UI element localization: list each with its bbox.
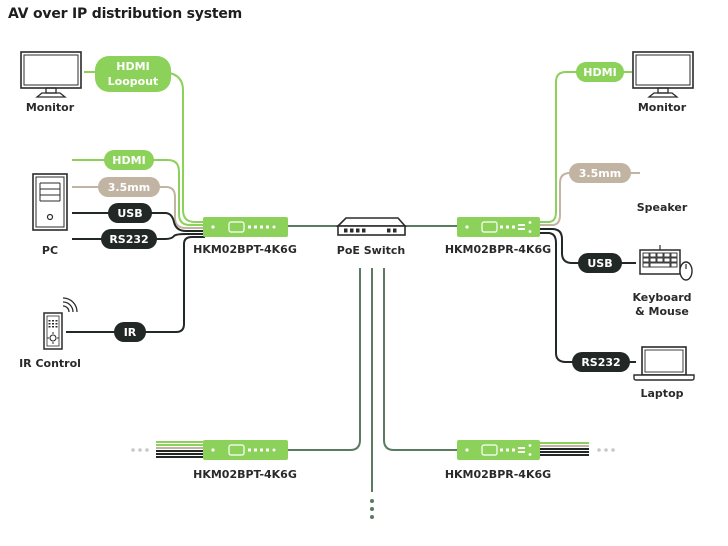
rx-hdmi-label: HDMI <box>583 66 616 79</box>
left-monitor-label: Monitor <box>26 101 75 114</box>
page-title: AV over IP distribution system <box>8 6 243 22</box>
port-icon <box>481 221 498 233</box>
switch-to-bottom-rx-link <box>383 268 457 451</box>
switch-label: PoE Switch <box>337 244 405 257</box>
pc-audio-cable <box>72 186 205 229</box>
monitor-icon <box>20 51 82 98</box>
pc-usb-pill: USB <box>108 203 152 223</box>
laptop-icon <box>633 346 695 381</box>
rx-audio-label: 3.5mm <box>579 167 621 180</box>
ir-pill: IR <box>114 322 146 342</box>
bottom-receiver-label: HKM02BPR-4K6G <box>445 468 551 481</box>
pc-rs232-cable <box>72 233 205 240</box>
rx-rs232-pill: RS232 <box>572 352 630 372</box>
rx-audio-cable <box>540 172 640 226</box>
transmitter-label: HKM02BPT-4K6G <box>193 243 297 256</box>
ir-control-label: IR Control <box>19 357 81 370</box>
rx-usb-label: USB <box>587 257 612 270</box>
more-devices-ellipsis-vertical <box>370 499 374 519</box>
pc-hdmi-pill: HDMI <box>104 150 154 170</box>
pc-hdmi-label: HDMI <box>112 154 145 167</box>
right-monitor-label: Monitor <box>638 101 687 114</box>
hdmi-loopout-cable <box>84 71 205 223</box>
pc-usb-label: USB <box>117 207 142 220</box>
rx-hdmi-pill: HDMI <box>576 62 624 82</box>
pc-tower-icon <box>32 173 68 231</box>
receiver-device <box>457 217 540 237</box>
rx-rs232-label: RS232 <box>581 356 620 369</box>
speaker-label: Speaker <box>637 201 688 214</box>
rx-hdmi-cable <box>540 71 632 223</box>
hdmi-loopout-label-2: Loopout <box>108 75 159 88</box>
pc-audio-label: 3.5mm <box>108 181 150 194</box>
network-switch-icon <box>336 217 407 236</box>
transmitter-device <box>203 217 288 237</box>
more-devices-ellipsis-right <box>597 448 615 452</box>
monitor-icon <box>632 51 694 98</box>
rx-audio-pill: 3.5mm <box>569 163 631 183</box>
rx-rs232-cable <box>540 232 636 363</box>
keyboard-mouse-label-1: Keyboard <box>632 291 691 304</box>
bottom-receiver-device <box>457 440 540 460</box>
pc-rs232-pill: RS232 <box>101 229 157 249</box>
keyboard-mouse-icon <box>639 245 693 281</box>
hdmi-loopout-label-1: HDMI <box>116 60 149 73</box>
ir-label: IR <box>124 326 137 339</box>
pc-hdmi-cable <box>72 159 205 226</box>
pc-usb-cable <box>72 212 205 232</box>
led-dot <box>211 225 215 229</box>
hdmi-loopout-pill: HDMI Loopout <box>95 56 171 92</box>
laptop-label: Laptop <box>641 387 684 400</box>
ir-cable <box>66 236 205 333</box>
ir-remote-icon <box>43 297 78 350</box>
keyboard-mouse-label-2: & Mouse <box>635 305 689 318</box>
bottom-transmitter-label: HKM02BPT-4K6G <box>193 468 297 481</box>
bottom-cable-bundle-right <box>540 442 589 456</box>
ir-signal-icon <box>62 305 70 313</box>
pc-label: PC <box>42 244 58 257</box>
pc-rs232-label: RS232 <box>109 233 148 246</box>
bottom-cable-bundle-left <box>156 441 203 458</box>
rx-usb-cable <box>540 228 636 264</box>
rx-usb-pill: USB <box>578 253 622 273</box>
bottom-transmitter-device <box>203 440 288 460</box>
switch-to-bottom-tx-link <box>288 268 361 451</box>
more-devices-ellipsis-left <box>131 448 149 452</box>
receiver-label: HKM02BPR-4K6G <box>445 243 551 256</box>
pc-audio-pill: 3.5mm <box>98 177 160 197</box>
port-icon <box>228 221 245 233</box>
